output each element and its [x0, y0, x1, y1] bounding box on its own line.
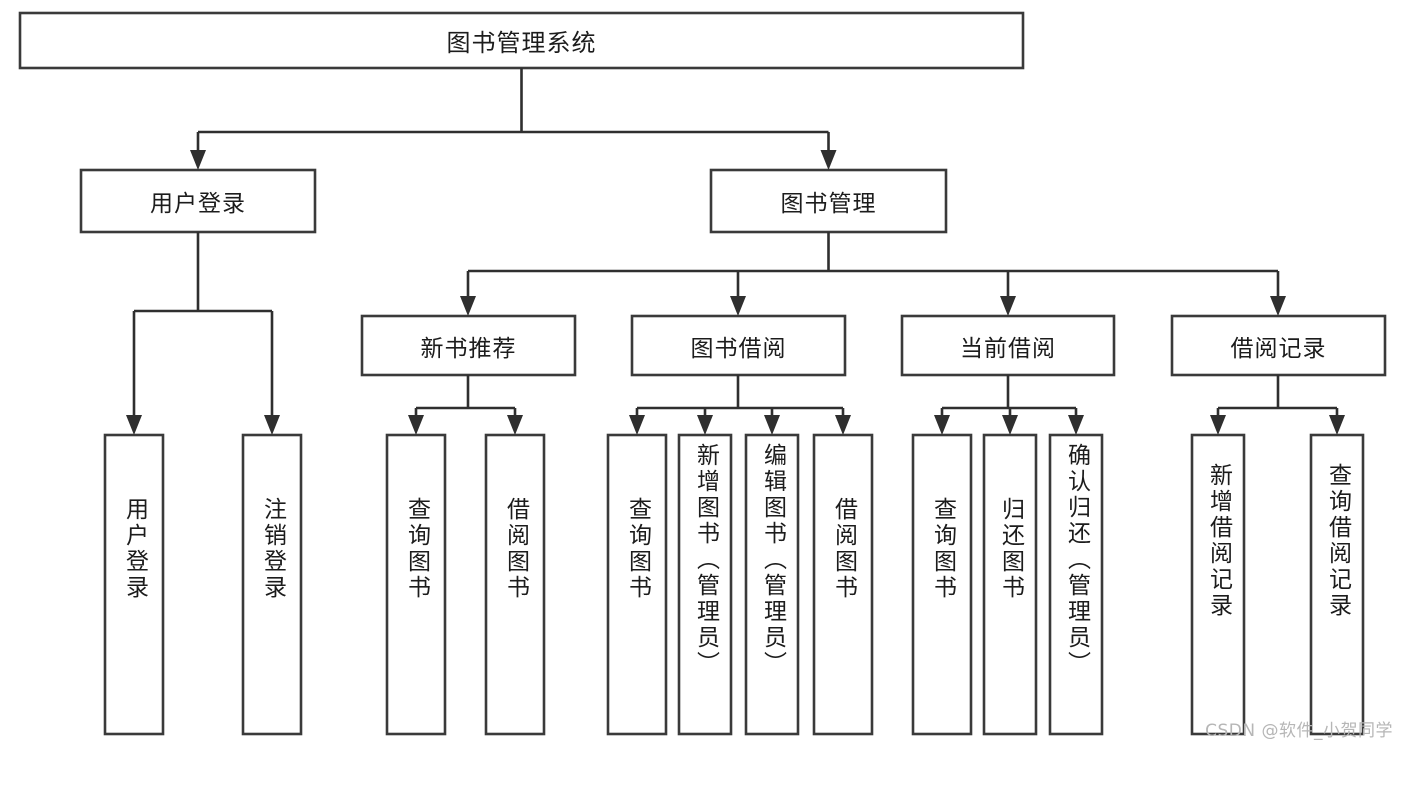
arrow-to-leaf-borrow-book-2	[835, 415, 851, 435]
node-box-user-login[interactable]	[79, 168, 317, 234]
node-box-root[interactable]	[18, 11, 1025, 70]
arrow-to-leaf-query-record	[1329, 415, 1345, 435]
arrow-to-book-management	[820, 150, 837, 170]
arrow-to-user-login	[190, 150, 206, 170]
arrow-to-leaf-query-book-2	[629, 415, 645, 435]
arrow-to-leaf-query-book-1	[408, 415, 424, 435]
node-box-current-borrow[interactable]	[900, 314, 1116, 377]
arrow-to-leaf-add-record	[1210, 415, 1226, 435]
diagram-canvas: 图书管理系统 用户登录 图书管理 新书推荐 图书借阅 当前借阅 借阅记录 用户登…	[18, 11, 1393, 741]
edge-current-borrow-bus	[940, 375, 1078, 420]
edge-book-management-bus	[466, 232, 1280, 301]
node-box-book-management[interactable]	[709, 168, 948, 234]
watermark-text: CSDN @软件_小贺同学	[1205, 721, 1393, 741]
node-box-leaf-add-record[interactable]	[1190, 433, 1246, 736]
edge-user-login-bus	[132, 232, 274, 420]
node-box-borrow-record[interactable]	[1170, 314, 1387, 377]
node-box-leaf-query-book-2[interactable]	[606, 433, 668, 736]
edge-book-borrow-bus	[635, 375, 845, 420]
arrow-to-leaf-query-book-3	[934, 415, 950, 435]
node-box-leaf-user-login[interactable]	[103, 433, 165, 736]
node-box-leaf-add-book[interactable]	[677, 433, 733, 736]
node-box-leaf-edit-book[interactable]	[744, 433, 800, 736]
arrow-to-book-borrow	[730, 296, 746, 316]
arrow-to-current-borrow	[1000, 296, 1016, 316]
node-box-leaf-borrow-book-2[interactable]	[812, 433, 874, 736]
arrow-to-leaf-user-login	[126, 415, 142, 435]
arrow-to-leaf-logout	[264, 415, 280, 435]
diagram-svg	[18, 11, 1387, 736]
node-box-leaf-query-book-1[interactable]	[385, 433, 447, 736]
arrow-to-leaf-return-book	[1002, 415, 1018, 435]
arrow-to-leaf-edit-book	[764, 415, 780, 435]
node-box-leaf-return-book[interactable]	[982, 433, 1038, 736]
edge-borrow-record-bus	[1216, 375, 1339, 420]
edge-root-bus	[196, 68, 830, 155]
arrow-to-leaf-borrow-book-1	[507, 415, 523, 435]
node-box-leaf-confirm-return[interactable]	[1048, 433, 1104, 736]
node-box-book-borrow[interactable]	[630, 314, 847, 377]
node-box-leaf-query-record[interactable]	[1309, 433, 1365, 736]
node-box-leaf-query-book-3[interactable]	[911, 433, 973, 736]
node-box-new-book-recommend[interactable]	[360, 314, 577, 377]
node-box-leaf-borrow-book-1[interactable]	[484, 433, 546, 736]
arrow-to-leaf-confirm-return	[1068, 415, 1084, 435]
arrow-to-new-book-recommend	[460, 296, 476, 316]
edge-new-book-recommend-bus	[414, 375, 517, 420]
arrow-to-borrow-record	[1270, 296, 1286, 316]
arrow-to-leaf-add-book	[697, 415, 713, 435]
node-box-leaf-logout[interactable]	[241, 433, 303, 736]
